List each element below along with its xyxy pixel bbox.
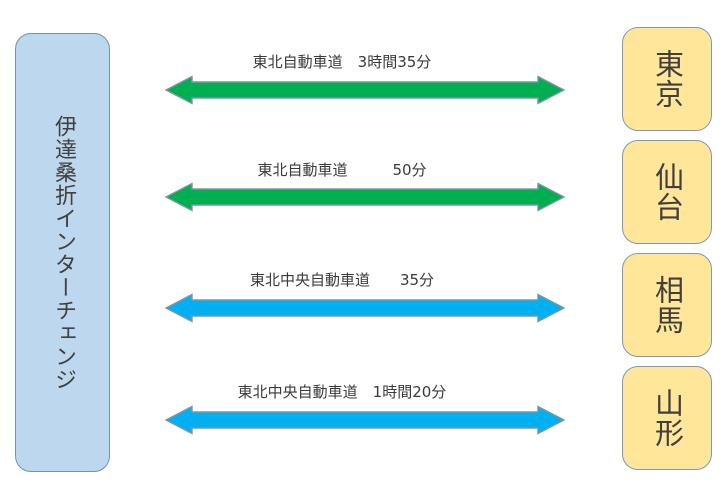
destination-label: 山形 xyxy=(650,388,685,448)
destination-label: 東京 xyxy=(650,49,685,109)
double-arrow-sendai xyxy=(165,182,565,212)
route-label-tokyo: 東北自動車道 3時間35分 xyxy=(252,53,432,71)
city-box-soma: 相馬 xyxy=(622,253,712,357)
destination-label: 仙台 xyxy=(650,162,685,222)
destination-label: 相馬 xyxy=(650,275,685,335)
double-arrow-yamagata xyxy=(165,405,565,435)
interchange-box: 伊達桑折インターチェンジ xyxy=(15,33,110,472)
city-box-yamagata: 山形 xyxy=(622,366,712,470)
route-label-soma: 東北中央自動車道 35分 xyxy=(249,271,435,289)
double-arrow-tokyo xyxy=(165,75,565,105)
route-label-sendai: 東北自動車道 50分 xyxy=(257,161,427,179)
city-box-tokyo: 東京 xyxy=(622,27,712,131)
double-arrow-soma xyxy=(165,293,565,323)
city-box-sendai: 仙台 xyxy=(622,140,712,244)
interchange-label: 伊達桑折インターチェンジ xyxy=(50,114,76,391)
route-label-yamagata: 東北中央自動車道 1時間20分 xyxy=(237,383,447,401)
